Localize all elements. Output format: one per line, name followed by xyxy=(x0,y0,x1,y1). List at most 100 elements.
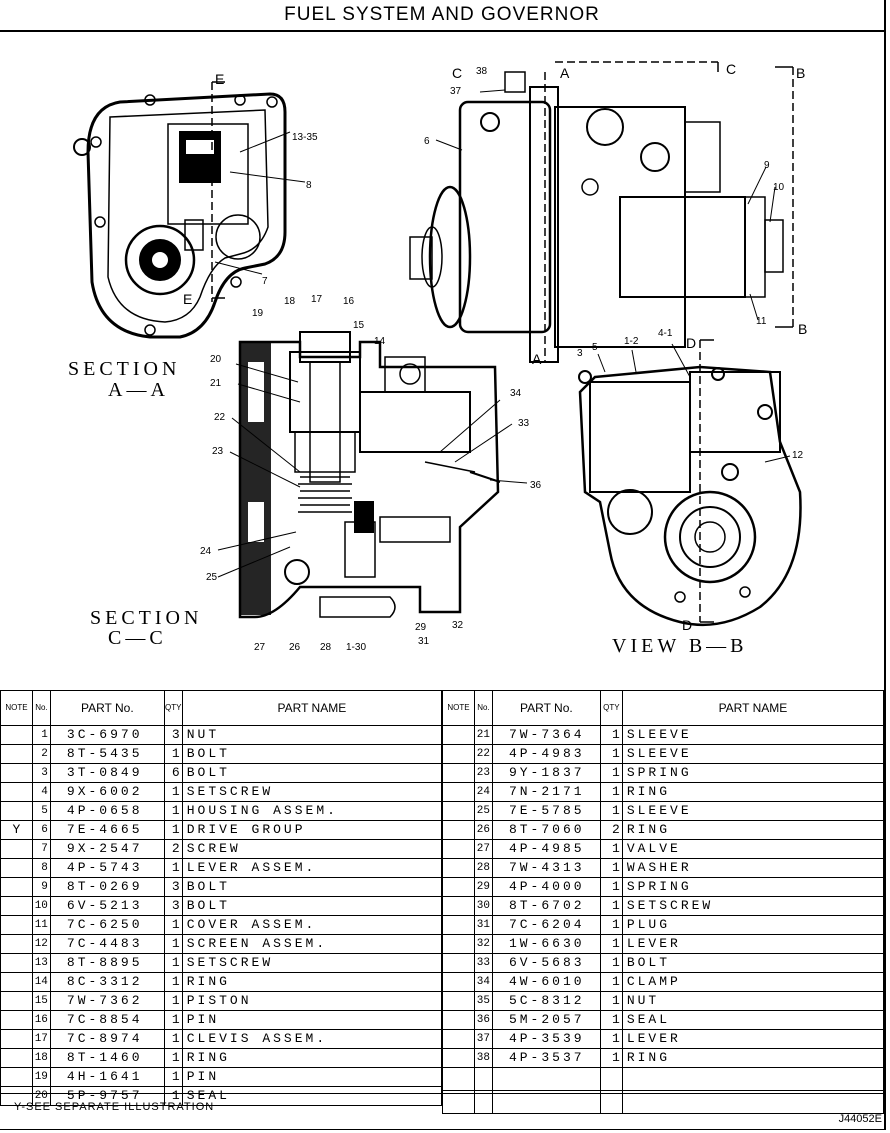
callout: 1-2 xyxy=(624,336,639,347)
cell-qty: 1 xyxy=(599,782,623,802)
cell-no: 12 xyxy=(31,934,51,954)
cell-note xyxy=(0,801,33,821)
cell-note xyxy=(0,763,33,783)
callout: 27 xyxy=(254,642,266,653)
callout: 36 xyxy=(530,480,542,491)
cell-part-no: 6V-5683 xyxy=(491,953,601,973)
cell-name: RING xyxy=(181,972,443,992)
cell-name: SETSCREW xyxy=(621,896,885,916)
cell-note xyxy=(442,991,475,1011)
table-header-row: NOTE No. PART No. QTY PART NAME xyxy=(0,690,443,726)
cell-part-no: 4H-1641 xyxy=(49,1067,165,1087)
cell-empty xyxy=(442,1067,475,1091)
cell-qty: 3 xyxy=(163,896,183,916)
cell-no: 24 xyxy=(473,782,493,802)
cell-part-no: 7C-4483 xyxy=(49,934,165,954)
cell-no: 11 xyxy=(31,915,51,935)
cell-qty: 1 xyxy=(599,991,623,1011)
table-header-row: NOTE No. PART No. QTY PART NAME xyxy=(442,690,885,726)
cell-part-no: 4P-4983 xyxy=(491,744,601,764)
cell-qty: 2 xyxy=(599,820,623,840)
cell-empty xyxy=(621,1090,885,1114)
cell-part-no: 8T-8895 xyxy=(49,953,165,973)
section-cc-line2: C—C xyxy=(108,627,167,649)
cell-note xyxy=(0,1010,33,1030)
cell-name: SEAL xyxy=(621,1010,885,1030)
cell-no: 5 xyxy=(31,801,51,821)
cell-qty: 1 xyxy=(599,896,623,916)
cell-name: CLAMP xyxy=(621,972,885,992)
cell-part-no: 9Y-1837 xyxy=(491,763,601,783)
callout: 6 xyxy=(424,136,430,147)
callout: 28 xyxy=(320,642,332,653)
cell-qty: 1 xyxy=(163,820,183,840)
callout: 38 xyxy=(476,66,488,77)
section-aa-drawing xyxy=(73,81,306,339)
callout: 19 xyxy=(252,308,264,319)
cell-part-no: 3C-6970 xyxy=(49,725,165,745)
cell-note xyxy=(442,915,475,935)
cell-name: VALVE xyxy=(621,839,885,859)
cell-name: SETSCREW xyxy=(181,782,443,802)
cell-part-no: 7W-7364 xyxy=(491,725,601,745)
cell-qty: 1 xyxy=(599,725,623,745)
cell-no: 7 xyxy=(31,839,51,859)
cell-name: BOLT xyxy=(621,953,885,973)
cell-part-no: 6V-5213 xyxy=(49,896,165,916)
header-no: No. xyxy=(473,690,493,726)
header-no: No. xyxy=(31,690,51,726)
cell-note xyxy=(442,1010,475,1030)
cell-qty: 1 xyxy=(163,1010,183,1030)
cell-no: 15 xyxy=(31,991,51,1011)
cell-name: SPRING xyxy=(621,763,885,783)
cell-note xyxy=(0,1048,33,1068)
callout: 16 xyxy=(343,296,355,307)
cell-qty: 3 xyxy=(163,877,183,897)
cell-qty: 1 xyxy=(163,1029,183,1049)
cell-part-no: 4P-4985 xyxy=(491,839,601,859)
cell-no: 16 xyxy=(31,1010,51,1030)
cell-name: CLEVIS ASSEM. xyxy=(181,1029,443,1049)
cell-name: COVER ASSEM. xyxy=(181,915,443,935)
cell-name: SCREEN ASSEM. xyxy=(181,934,443,954)
cell-note xyxy=(0,725,33,745)
cell-qty: 1 xyxy=(599,953,623,973)
cell-note xyxy=(0,896,33,916)
callout: 13-35 xyxy=(292,132,318,143)
cell-qty: 1 xyxy=(599,1010,623,1030)
callout: 3 xyxy=(577,348,583,359)
cell-no: 32 xyxy=(473,934,493,954)
cell-part-no: 5M-2057 xyxy=(491,1010,601,1030)
cell-part-no: 5C-8312 xyxy=(491,991,601,1011)
cell-no: 18 xyxy=(31,1048,51,1068)
cell-qty: 1 xyxy=(599,972,623,992)
table-row-empty xyxy=(442,1067,885,1091)
cell-part-no: 1W-6630 xyxy=(491,934,601,954)
callout: 17 xyxy=(311,294,323,305)
cell-note xyxy=(442,953,475,973)
cell-part-no: 4P-0658 xyxy=(49,801,165,821)
callout: 32 xyxy=(452,620,464,631)
cell-part-no: 7C-8974 xyxy=(49,1029,165,1049)
cell-name: RING xyxy=(621,820,885,840)
cell-part-no: 7C-8854 xyxy=(49,1010,165,1030)
exploded-drawing: SECTION A—A SECTION C—C VIEW B—B 13-35 8… xyxy=(68,61,807,657)
side-view-drawing xyxy=(409,61,794,363)
cell-name: BOLT xyxy=(181,877,443,897)
cell-no: 30 xyxy=(473,896,493,916)
cell-qty: 1 xyxy=(163,915,183,935)
cell-part-no: 7E-5785 xyxy=(491,801,601,821)
cell-name: BOLT xyxy=(181,744,443,764)
cell-name: SLEEVE xyxy=(621,725,885,745)
